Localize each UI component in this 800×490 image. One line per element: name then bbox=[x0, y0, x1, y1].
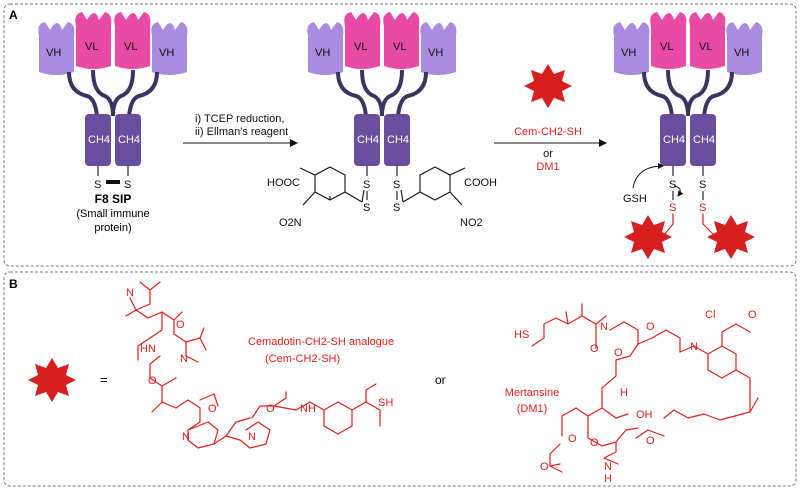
vl-label-2: VL bbox=[124, 41, 137, 53]
payload-star-reagent bbox=[524, 64, 572, 108]
cem-o2: O bbox=[148, 375, 157, 387]
dm1-cl: Cl bbox=[705, 309, 715, 321]
panel-a-label: A bbox=[9, 8, 18, 22]
ellman-left-ring bbox=[299, 166, 365, 206]
cem-hn: HN bbox=[140, 343, 156, 355]
vl-label-3: VL bbox=[354, 41, 367, 53]
cem-n2: N bbox=[180, 353, 188, 365]
step2-reagent1: Cem-CH2-SH bbox=[514, 126, 582, 138]
cemadotin-structure bbox=[125, 281, 381, 449]
panel-a-frame bbox=[3, 3, 797, 267]
panel-b-label: B bbox=[9, 277, 18, 291]
cem-nh: NH bbox=[300, 403, 316, 415]
dm1-h: H bbox=[620, 387, 628, 399]
step2-reagent2: DM1 bbox=[536, 161, 559, 173]
dm1-oh: OH bbox=[636, 409, 653, 421]
step2-or: or bbox=[543, 148, 553, 160]
step1-line2: ii) Ellman's reagent bbox=[195, 126, 288, 138]
no2-label: NO2 bbox=[460, 217, 483, 229]
cem-o3: O bbox=[208, 403, 217, 415]
dm1-n2: N bbox=[690, 341, 698, 353]
ch-label-3: CH4 bbox=[357, 134, 379, 146]
hooc-label: HOOC bbox=[267, 177, 300, 189]
dm1-o2: O bbox=[646, 321, 655, 333]
f8-sip-desc1: (Small immune bbox=[76, 208, 149, 220]
vl-label-4: VL bbox=[393, 41, 406, 53]
legend-equals: = bbox=[100, 372, 108, 387]
vh-label-1: VH bbox=[46, 47, 61, 59]
s-label-8: S bbox=[699, 179, 706, 191]
dm1-name-line1: Mertansine bbox=[505, 387, 559, 399]
dm1-structure bbox=[531, 303, 759, 473]
dm1-n1: N bbox=[600, 321, 608, 333]
dm1-name-line2: (DM1) bbox=[517, 403, 548, 415]
payload-star-legend bbox=[28, 358, 76, 402]
ch-label-6: CH4 bbox=[693, 134, 715, 146]
vh-label-5: VH bbox=[621, 47, 636, 59]
antibody-ellman-adduct: VH VL VL VH CH4 CH4 S S S S bbox=[305, 10, 459, 214]
vl-label-5: VL bbox=[660, 41, 673, 53]
payload-star-left bbox=[624, 215, 672, 259]
cooh-label: COOH bbox=[464, 177, 497, 189]
cem-n1: N bbox=[126, 287, 134, 299]
dm1-n3: N bbox=[604, 461, 612, 473]
vh-label-6: VH bbox=[734, 47, 749, 59]
dm1-hs: HS bbox=[514, 329, 529, 341]
cem-n3: N bbox=[182, 431, 190, 443]
s-label-10: S bbox=[699, 202, 706, 214]
f8-sip-name: F8 SIP bbox=[95, 192, 132, 206]
cem-name-line2: (Cem-CH2-SH) bbox=[265, 353, 340, 365]
ch-label-5: CH4 bbox=[663, 134, 685, 146]
o2n-label: O2N bbox=[279, 217, 302, 229]
vh-label-2: VH bbox=[159, 47, 174, 59]
dm1-o1: O bbox=[590, 343, 599, 355]
s-right: S bbox=[124, 179, 131, 191]
dm1-o4: O bbox=[748, 309, 757, 321]
dm1-o6: O bbox=[568, 433, 577, 445]
dm1-h2: H bbox=[604, 473, 612, 485]
dm1-o5: O bbox=[590, 437, 599, 449]
s-label-9: S bbox=[669, 202, 676, 214]
cem-n4: N bbox=[248, 431, 256, 443]
cem-o1: O bbox=[176, 319, 185, 331]
gsh-label: GSH bbox=[623, 193, 647, 205]
s-label-5: S bbox=[363, 202, 370, 214]
vh-label-3: VH bbox=[315, 47, 330, 59]
s-label-4: S bbox=[393, 179, 400, 191]
vl-label-1: VL bbox=[85, 41, 98, 53]
dm1-o7: O bbox=[540, 461, 549, 473]
ch-label-2: CH4 bbox=[118, 134, 140, 146]
vh-label-4: VH bbox=[428, 47, 443, 59]
payload-star-right bbox=[707, 215, 755, 259]
cem-sh: SH bbox=[378, 397, 393, 409]
s-label-3: S bbox=[363, 179, 370, 191]
ch-label-4: CH4 bbox=[387, 134, 409, 146]
antibody-conjugate: VH VL VL VH CH4 CH4 S S S S bbox=[611, 10, 765, 235]
s-label-6: S bbox=[393, 202, 400, 214]
panel-b-frame bbox=[3, 271, 797, 487]
ellman-right-ring bbox=[400, 166, 466, 206]
step1-line1: i) TCEP reduction, bbox=[195, 113, 284, 125]
dm1-o3: O bbox=[614, 347, 623, 359]
s-label-7: S bbox=[669, 179, 676, 191]
s-left: S bbox=[94, 179, 101, 191]
antibody-f8-sip: VH VL VL VH CH4 CH4 S S bbox=[36, 10, 190, 191]
vl-label-6: VL bbox=[699, 41, 712, 53]
f8-sip-desc2: protein) bbox=[94, 222, 131, 234]
dm1-o8: O bbox=[646, 435, 655, 447]
ch-label-1: CH4 bbox=[88, 134, 110, 146]
cem-o4: O bbox=[266, 403, 275, 415]
legend-or: or bbox=[435, 373, 446, 387]
cem-name-line1: Cemadotin-CH2-SH analogue bbox=[248, 336, 394, 348]
